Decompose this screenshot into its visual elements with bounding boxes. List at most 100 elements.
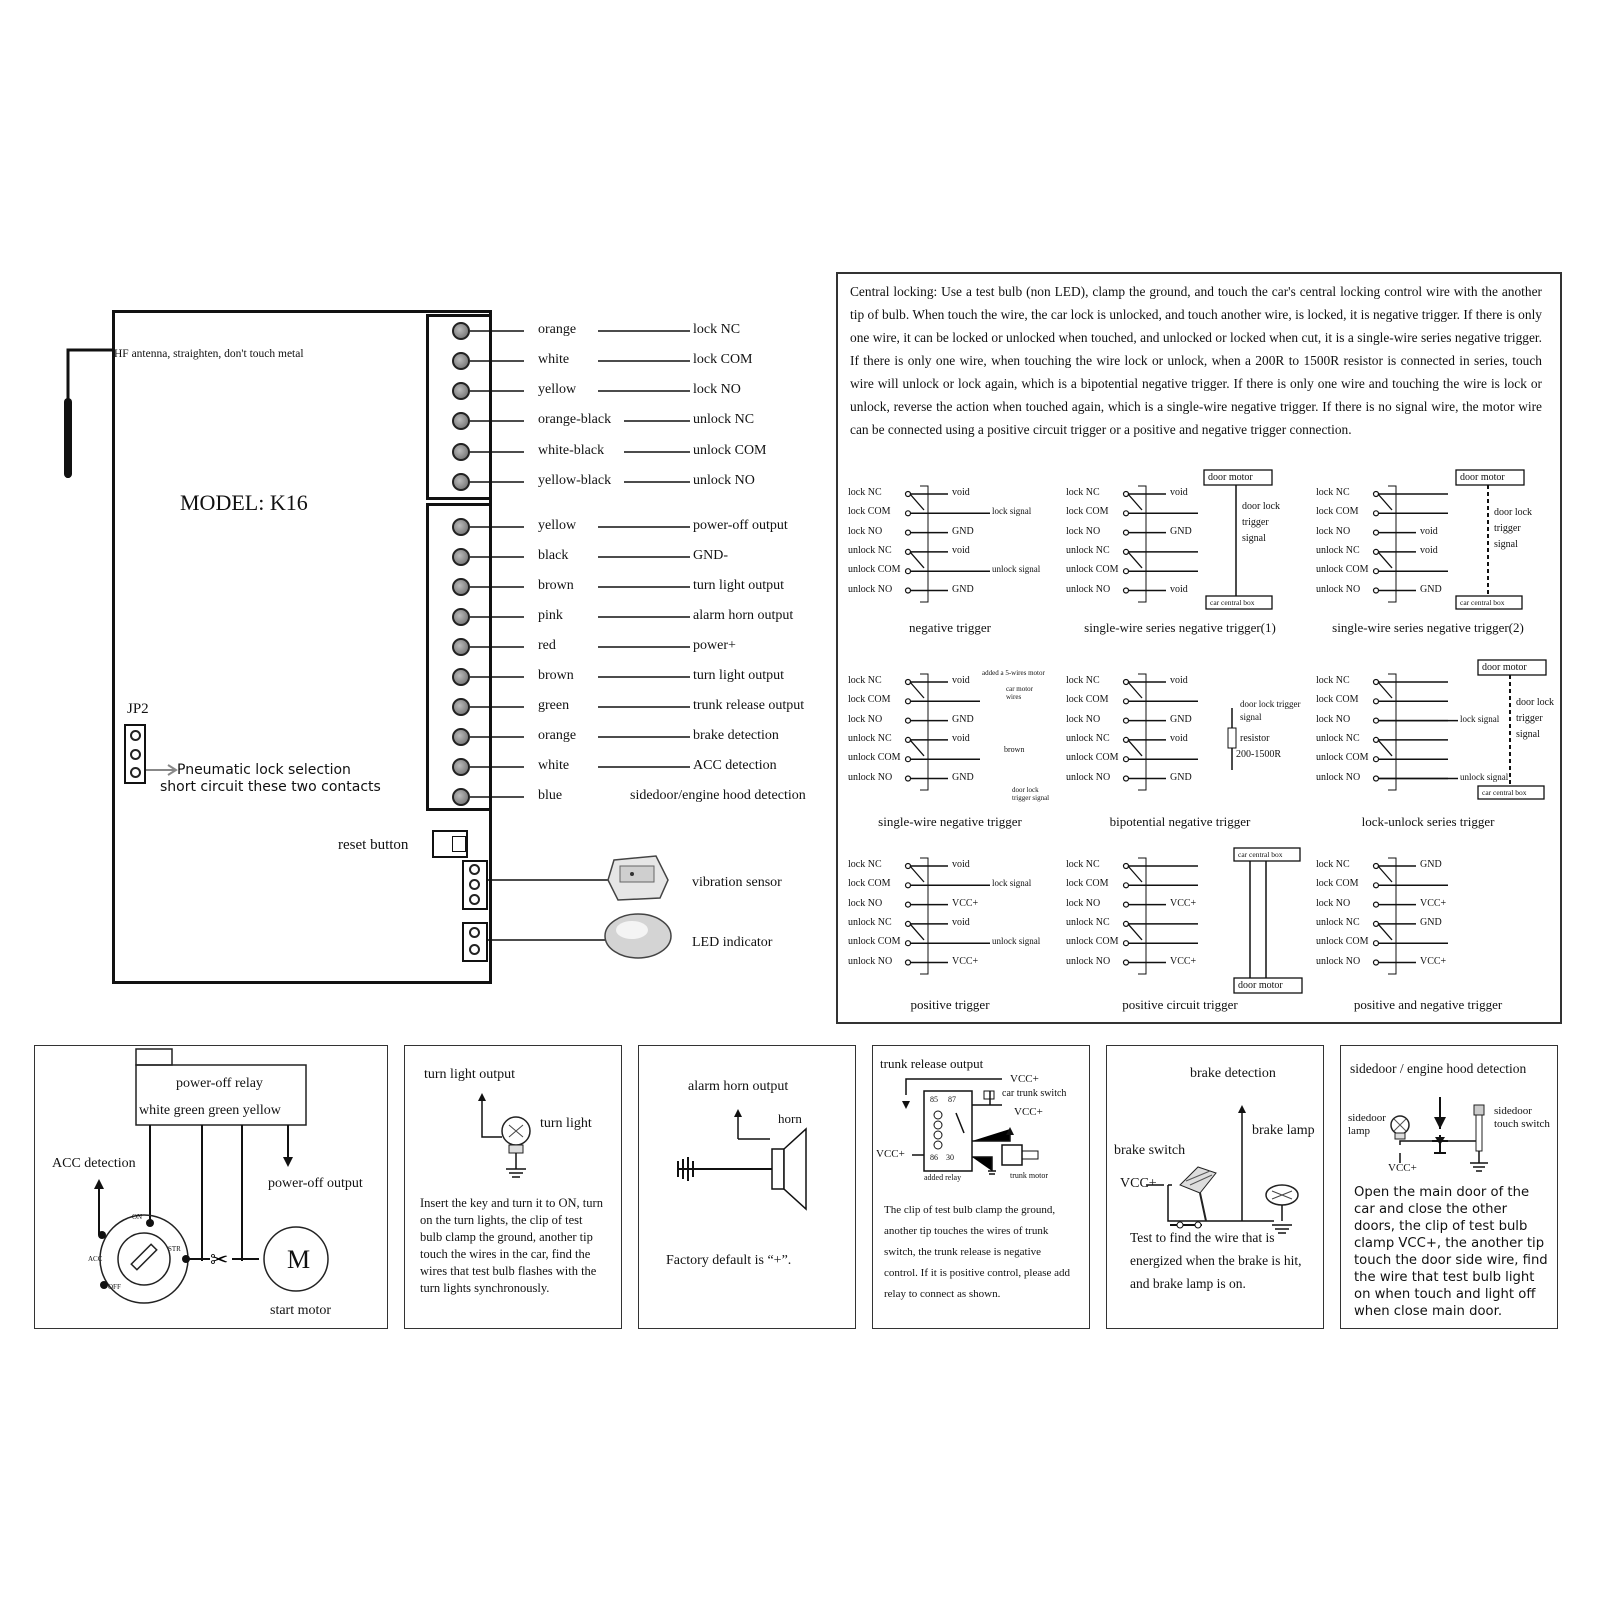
terminal-label: lock NC: [1316, 859, 1350, 870]
trunk-title: trunk release output: [880, 1056, 984, 1071]
antenna-label: HF antenna, straighten, don't touch meta…: [114, 348, 304, 360]
switch-contact: [1127, 681, 1143, 699]
horn-note: Factory default is “+”.: [666, 1253, 792, 1268]
wire-color-label: brown: [538, 578, 574, 593]
car-central-box: [1455, 595, 1523, 610]
signal-label: lock signal: [992, 506, 1032, 517]
terminal-gnd: GND: [952, 525, 974, 537]
connector-pin: [452, 473, 470, 491]
terminal-dot: [1122, 882, 1130, 889]
terminal-dot: [1122, 490, 1130, 498]
central-locking-text: Central locking: Use a test bulb (non LE…: [850, 284, 1542, 437]
terminal-label: lock NO: [1316, 897, 1351, 909]
terminal-dot: [1372, 529, 1380, 536]
turn-light-label: turn light: [540, 1116, 592, 1131]
jp2-pin: [130, 767, 141, 778]
terminal-label: unlock NO: [1316, 955, 1361, 967]
switch-contact: [1127, 923, 1143, 941]
trunk-switch-label: car trunk switch: [1002, 1088, 1067, 1099]
model-label: MODEL: K16: [180, 490, 308, 515]
sub-diagram-caption: bipotential negative trigger: [1109, 814, 1251, 829]
switch-contact: [1127, 865, 1143, 883]
wire-function-label: trunk release output: [693, 698, 805, 713]
wire-function-label: unlock NC: [693, 412, 755, 427]
brake-lamp-label: brake lamp: [1252, 1123, 1315, 1138]
terminal-dot: [1372, 678, 1380, 686]
resistor-icon: [1227, 727, 1237, 749]
terminal-label: unlock COM: [1316, 752, 1369, 764]
connector-pin: [452, 322, 470, 340]
terminal-gnd: GND: [1170, 771, 1192, 783]
terminal-dot: [1122, 959, 1130, 966]
sidedoor-note: Open the main door of the car and close …: [1354, 1185, 1548, 1319]
terminal-label: lock COM: [1066, 878, 1109, 890]
door-motor-box: [1477, 659, 1547, 676]
sidedoor-vcc: VCC+: [1388, 1162, 1417, 1174]
reset-button[interactable]: [432, 830, 468, 858]
terminal-label: lock NC: [1066, 859, 1100, 870]
brake-switch-label: brake switch: [1114, 1143, 1186, 1158]
terminal-label: lock NO: [1316, 525, 1351, 537]
terminal-dot: [1372, 548, 1380, 556]
turn-light-svg: [478, 1093, 531, 1178]
sub-diagram-caption: single-wire negative trigger: [878, 814, 1022, 829]
terminal-dot: [1122, 529, 1130, 536]
terminal-dot: [904, 717, 912, 724]
terminal-dot: [904, 568, 912, 575]
door-lock-label: door lock: [1242, 501, 1281, 512]
vibration-label: vibration sensor: [692, 875, 782, 890]
wire-color-label: yellow-black: [538, 473, 612, 488]
wire-color-label: white-black: [538, 443, 605, 458]
terminal-label: lock NC: [848, 859, 882, 870]
terminal-label: unlock NO: [848, 955, 893, 967]
sub-diagram-caption: positive circuit trigger: [1122, 997, 1238, 1012]
door-lock-trigger-short-label: door lock trigger signal: [1012, 786, 1050, 802]
connector-pin: [452, 578, 470, 596]
terminal-void: void: [952, 916, 970, 928]
horn-panel: [638, 1045, 856, 1329]
wire-color-label: orange: [538, 322, 577, 337]
terminal-gnd: GND: [952, 713, 974, 725]
car-motor-wires-label: car motor wires: [1006, 685, 1034, 701]
cut-scissors-icon: ✂: [210, 1248, 228, 1273]
sub-diagram-caption: positive and negative trigger: [1353, 997, 1503, 1012]
wire-color-label: brown: [538, 668, 574, 683]
signal-label: lock signal: [1460, 713, 1500, 724]
switch-contact: [909, 551, 925, 569]
terminal-dot: [1372, 736, 1380, 743]
vibration-sensor-icon: [607, 855, 669, 901]
trigger-label: trigger: [1494, 523, 1521, 534]
terminal-dot: [1372, 959, 1380, 966]
led-connector: [462, 922, 488, 962]
terminal-dot: [1372, 756, 1380, 763]
door-lock-label: door lock: [1516, 697, 1555, 708]
terminal-label: unlock NO: [1066, 583, 1111, 595]
terminal-label: unlock NC: [1316, 544, 1360, 556]
terminal-gnd: GND: [952, 583, 974, 595]
terminal-label: lock COM: [1066, 506, 1109, 518]
terminal-dot: [904, 756, 912, 763]
wire-color-label: orange: [538, 728, 577, 743]
switch-contact: [1127, 739, 1143, 757]
relay-pin-86: 86: [930, 1153, 938, 1162]
terminal-dot: [1122, 568, 1130, 575]
relay-bracket: [1138, 673, 1147, 791]
terminal-label: lock COM: [1316, 694, 1359, 706]
terminal-label: unlock NC: [1316, 732, 1360, 744]
relay-pin-30: 30: [946, 1153, 954, 1162]
terminal-label: unlock NO: [1066, 955, 1111, 967]
terminal-label: unlock COM: [1066, 936, 1119, 948]
terminal-dot: [1372, 901, 1380, 908]
terminal-dot: [1122, 548, 1130, 556]
terminal-label: lock COM: [848, 506, 891, 518]
terminal-label: lock NO: [1066, 897, 1101, 909]
terminal-dot: [904, 529, 912, 536]
vibration-pin: [469, 864, 480, 875]
turn-light-panel: [404, 1045, 622, 1329]
added-relay-icon: [923, 1090, 973, 1172]
resistor-value-label: 200-1500R: [1236, 749, 1281, 760]
wire-function-label: sidedoor/engine hood detection: [630, 788, 806, 803]
wire-function-label: lock NO: [693, 382, 741, 397]
terminal-dot: [904, 940, 912, 947]
connector-pin: [452, 443, 470, 461]
